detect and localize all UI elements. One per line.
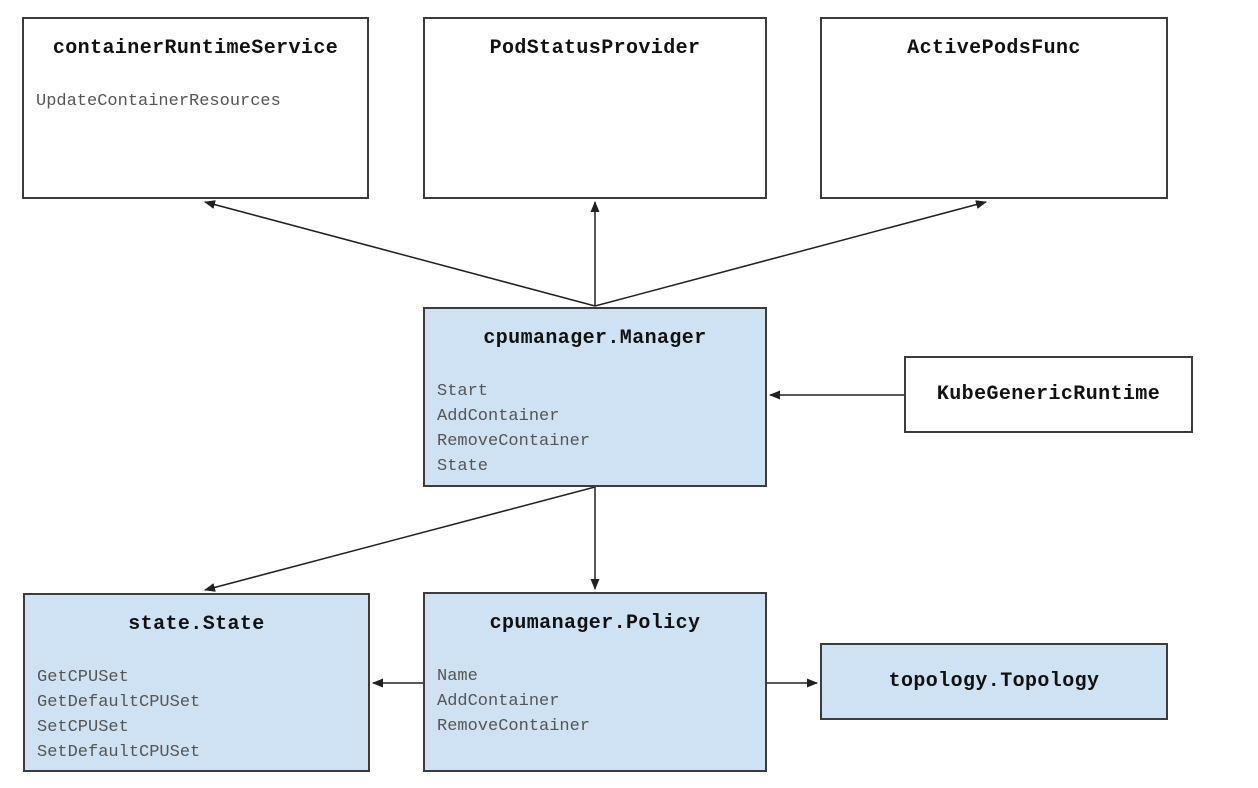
method: AddContainer bbox=[437, 407, 560, 426]
method: AddContainer bbox=[437, 692, 560, 711]
edge-cpumanager.Manager-to-ActivePodsFunc bbox=[594, 200, 987, 307]
node-methods: GetCPUSet GetDefaultCPUSet SetCPUSet Set… bbox=[25, 665, 368, 765]
node-cpumanager-manager: cpumanager.Manager Start AddContainer Re… bbox=[423, 307, 767, 487]
node-title: cpumanager.Manager bbox=[483, 327, 707, 350]
method: GetDefaultCPUSet bbox=[37, 693, 201, 712]
node-title: containerRuntimeService bbox=[52, 37, 339, 60]
node-active-pods-func: ActivePodsFunc bbox=[820, 17, 1168, 199]
method: Name bbox=[437, 667, 478, 686]
node-title: KubeGenericRuntime bbox=[936, 382, 1161, 406]
node-pod-status-provider: PodStatusProvider bbox=[423, 17, 767, 199]
method: RemoveContainer bbox=[437, 432, 591, 451]
edge-cpumanager.Manager-to-containerRuntimeService bbox=[204, 200, 596, 307]
method: SetCPUSet bbox=[37, 718, 129, 737]
node-topology-topology: topology.Topology bbox=[820, 643, 1168, 720]
method: State bbox=[437, 457, 489, 476]
method: SetDefaultCPUSet bbox=[37, 743, 201, 762]
node-methods: Name AddContainer RemoveContainer bbox=[425, 664, 765, 739]
node-title: state.State bbox=[128, 613, 265, 636]
node-kube-generic-runtime: KubeGenericRuntime bbox=[904, 356, 1193, 433]
method: Start bbox=[437, 382, 489, 401]
method: RemoveContainer bbox=[437, 717, 591, 736]
node-methods: Start AddContainer RemoveContainer State bbox=[425, 379, 765, 479]
method: GetCPUSet bbox=[37, 668, 129, 687]
method: UpdateContainerResources bbox=[36, 92, 281, 111]
edge-cpumanager.Manager-to-state.State bbox=[204, 486, 596, 592]
node-title: PodStatusProvider bbox=[489, 37, 701, 60]
node-title: ActivePodsFunc bbox=[907, 37, 1081, 60]
node-title: topology.Topology bbox=[888, 669, 1100, 693]
node-cpumanager-policy: cpumanager.Policy Name AddContainer Remo… bbox=[423, 592, 767, 772]
node-state-state: state.State GetCPUSet GetDefaultCPUSet S… bbox=[23, 593, 370, 772]
node-container-runtime-service: containerRuntimeService UpdateContainerR… bbox=[22, 17, 369, 199]
node-title: cpumanager.Policy bbox=[489, 612, 701, 635]
node-methods: UpdateContainerResources bbox=[24, 89, 367, 114]
